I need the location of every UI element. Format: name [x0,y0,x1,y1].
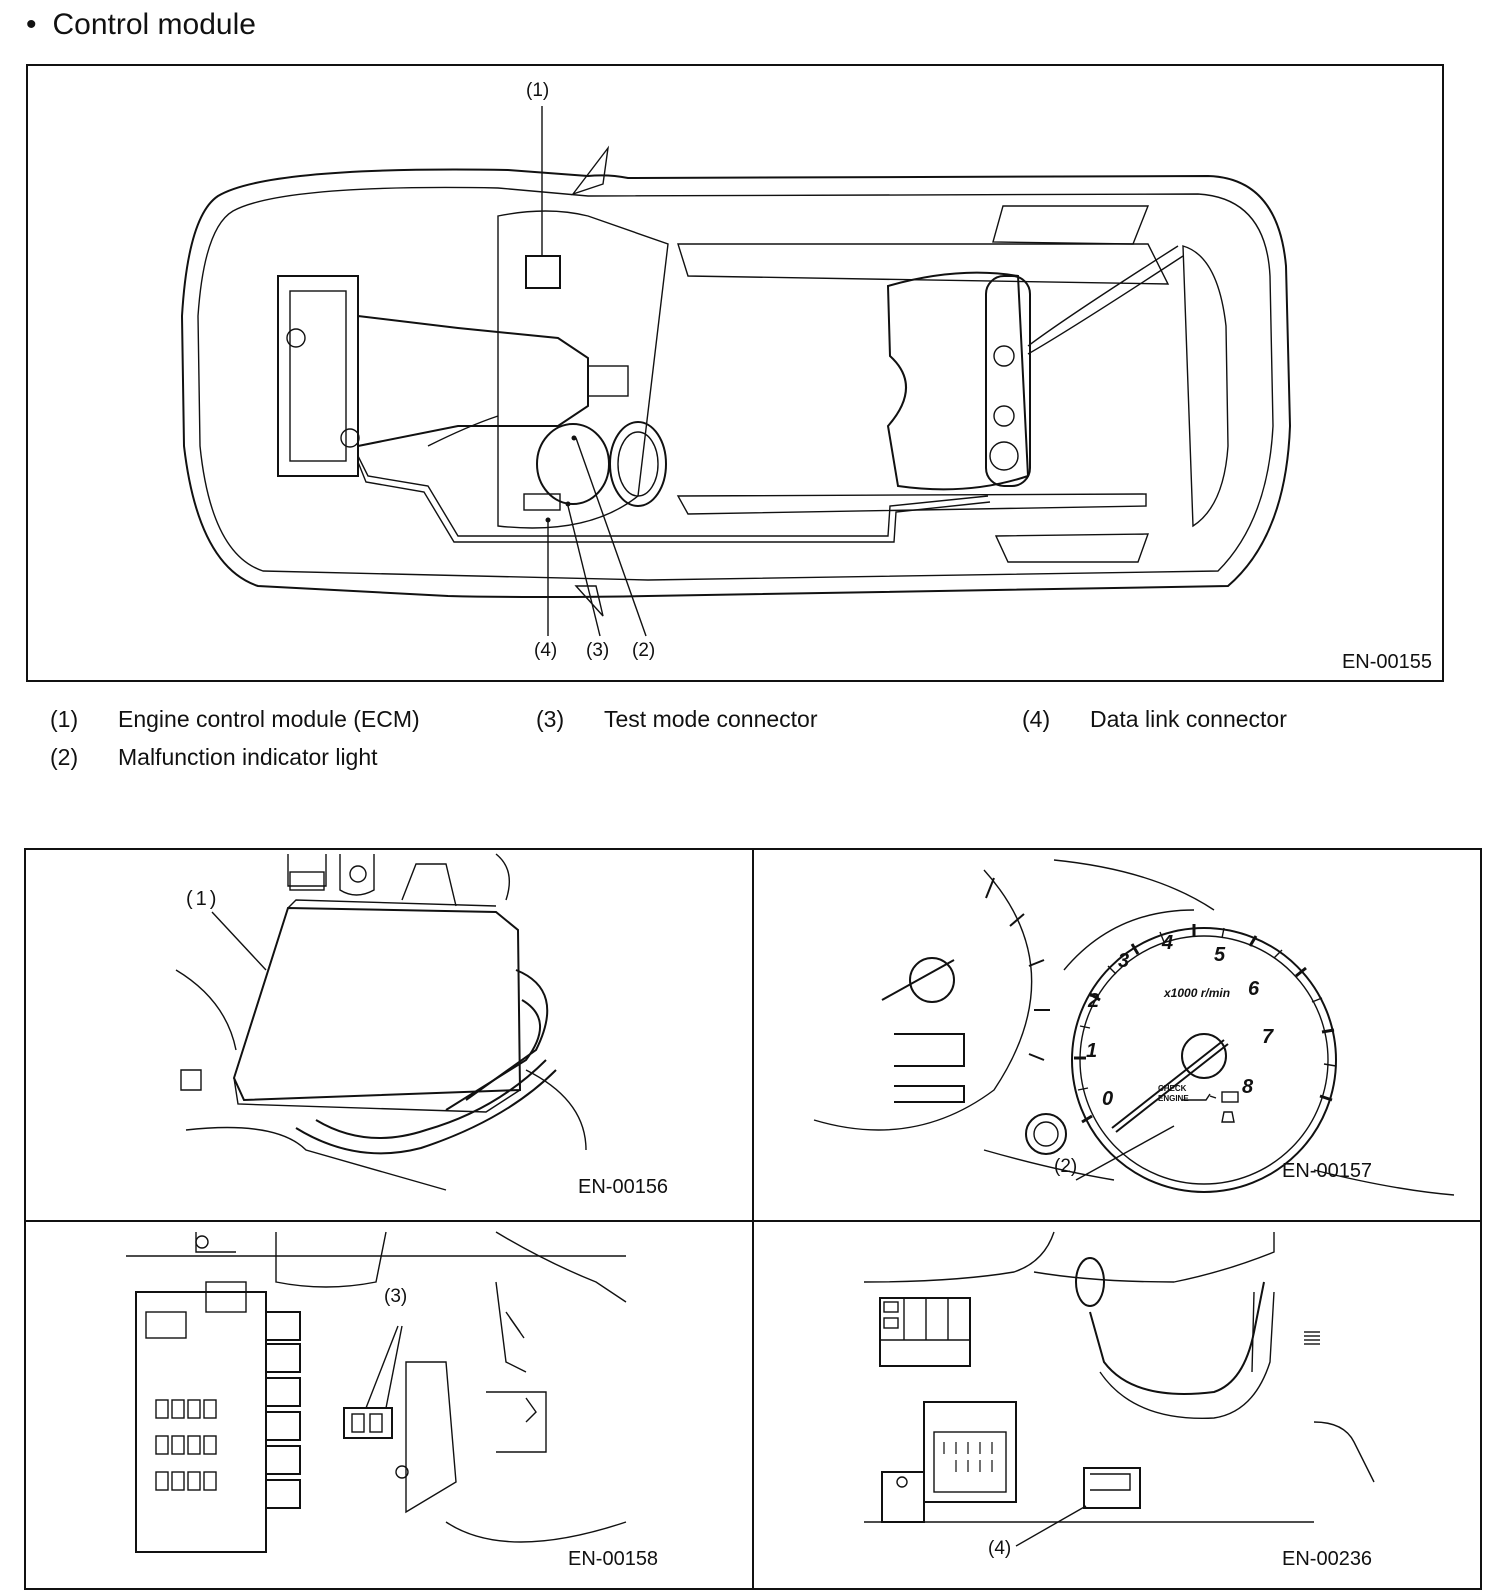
callout-malfunction-light: (2) [632,640,656,661]
vehicle-diagram-panel: (1) (4) (3) (2) EN-00155 [26,64,1444,682]
gauge-detail-panel: 0 1 2 3 4 5 6 7 8 x1000 r/min CHECK ENGI… [752,848,1482,1222]
tach-tick-1: 1 [1086,1040,1098,1062]
tach-tick-4: 4 [1162,932,1174,954]
legend-num: (4) [1022,706,1051,732]
figure-id: EN-00156 [578,1176,669,1198]
legend-num: (3) [536,706,565,732]
figure-id: EN-00236 [1282,1548,1373,1570]
gauge-detail-drawing [813,859,1455,1196]
tach-tick-7: 7 [1262,1026,1274,1048]
tach-tick-5: 5 [1214,944,1226,966]
legend-num: (2) [50,744,79,770]
tach-tick-0: 0 [1102,1088,1114,1110]
check-engine-label: ENGINE [1158,1094,1189,1103]
callout-data-link-connector: (4) [534,640,558,661]
ecm-detail-panel: (1) EN-00156 [24,848,754,1222]
callout-ecm-detail: (1) [186,888,220,910]
tach-tick-6: 6 [1248,978,1260,1000]
test-mode-connector-drawing [126,1231,627,1553]
callout-data-link-connector-detail: (4) [988,1538,1012,1559]
legend: (1) Engine control module (ECM) (3) Test… [0,700,1504,780]
callout-malfunction-light-detail: (2) [1054,1156,1078,1177]
section-heading: • Control module [26,8,256,42]
figure-id: EN-00158 [568,1548,659,1570]
tach-tick-8: 8 [1242,1076,1254,1098]
figure-id: EN-00157 [1282,1160,1373,1182]
figure-id: EN-00155 [1341,651,1432,673]
bullet: • [26,8,37,41]
ecm-marker [525,255,561,289]
legend-label: Engine control module (ECM) [118,706,420,732]
ecm-detail-drawing [175,853,587,1191]
check-engine-label: CHECK [1158,1084,1187,1093]
tach-tick-3: 3 [1118,950,1130,972]
legend-label: Malfunction indicator light [118,744,378,770]
legend-label: Data link connector [1090,706,1287,732]
tach-tick-2: 2 [1088,990,1100,1012]
vehicle-top-view-drawing [180,106,1292,637]
data-link-connector-drawing [863,1231,1375,1547]
test-mode-connector-panel: (3) EN-00158 [24,1220,754,1590]
callout-test-mode-connector-detail: (3) [384,1286,408,1307]
callout-test-mode-connector: (3) [586,640,610,661]
section-title: Control module [52,8,256,41]
tach-unit-label: x1000 r/min [1164,986,1231,1000]
callout-ecm: (1) [526,80,550,101]
legend-label: Test mode connector [604,706,818,732]
data-link-connector-panel: (4) EN-00236 [752,1220,1482,1590]
legend-num: (1) [50,706,79,732]
